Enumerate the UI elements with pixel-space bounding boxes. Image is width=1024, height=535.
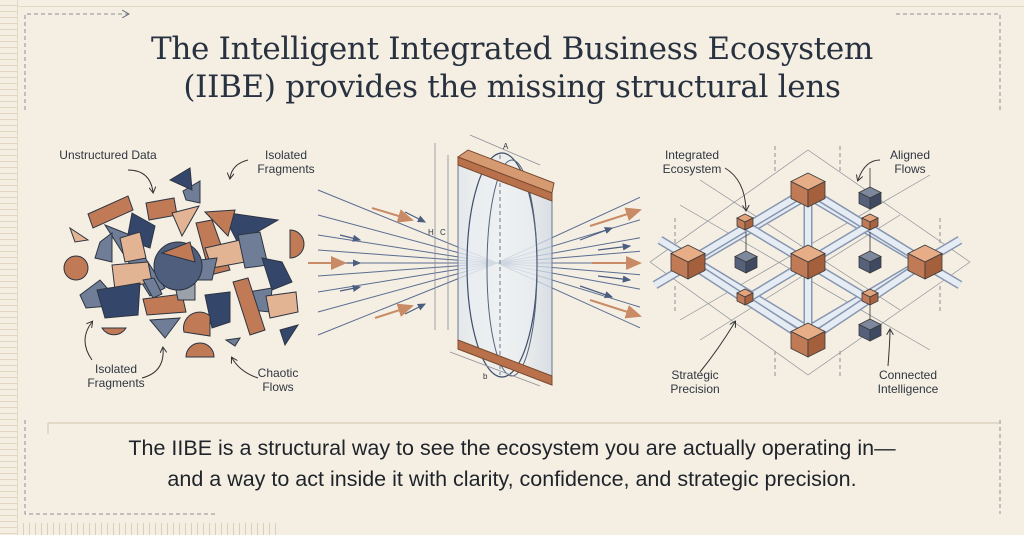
fragment-shape: [171, 205, 201, 238]
node-cube-right: [869, 255, 882, 274]
integrated-lattice: [649, 146, 971, 379]
hub-cube-right: [807, 180, 826, 208]
dimension-line: [449, 351, 541, 387]
callout-arrow: [84, 322, 92, 361]
dim-label-a: A: [503, 142, 509, 151]
ray-arrow: [404, 303, 427, 315]
ray-arrow: [597, 275, 632, 283]
ray-arrow: [339, 284, 362, 292]
bottom-ruler: [18, 523, 278, 535]
title-line-1: The Intelligent Integrated Business Ecos…: [151, 31, 873, 67]
fragment-shape: [261, 257, 293, 291]
junction-node-right: [869, 292, 879, 306]
dim-label-b: b: [483, 372, 488, 381]
fragment-semicircle: [185, 342, 215, 358]
label-unstructured-data: Unstructured Data: [59, 148, 157, 162]
guide-line: [649, 149, 809, 263]
summary-line-2: and a way to act inside it with clarity,…: [167, 467, 857, 491]
junction-node-right: [744, 292, 754, 306]
ray-arrow: [579, 285, 614, 299]
label-strategic-precision: Strategic Precision: [670, 368, 720, 396]
lens-frame: [434, 134, 555, 387]
summary-text: The IIBE is a structural way to see the …: [40, 433, 984, 495]
frame-bottom-bar: [457, 339, 553, 386]
fragment-shape: [69, 226, 90, 243]
fragment-shape: [87, 195, 134, 229]
fragment-shape: [96, 282, 141, 319]
fragment-shape: [224, 337, 241, 347]
ray-arrow: [597, 243, 632, 251]
callout-arrow: [724, 167, 746, 210]
dim-label-c: C: [440, 228, 446, 237]
label-chaotic-flows: Chaotic Flows: [257, 366, 299, 394]
fragment-shape: [119, 231, 147, 263]
hub-cube-right: [807, 330, 826, 358]
fragment-shape: [232, 277, 266, 336]
flow-arrow: [589, 207, 642, 227]
guide-line: [699, 214, 901, 341]
callout-arrow: [858, 159, 881, 180]
guide-line: [807, 149, 971, 263]
hub-cube-right: [924, 252, 943, 280]
label-integrated-ecosystem: Integrated Ecosystem: [662, 148, 722, 176]
flow-arrow: [371, 207, 414, 223]
title-line-2: (IIBE) provides the missing structural l…: [183, 69, 841, 105]
fragment-shape: [142, 293, 187, 316]
fragment-shape: [160, 241, 196, 263]
label-isolated-fragments-top: Isolated Fragments: [257, 148, 315, 176]
label-callouts: [84, 159, 890, 379]
fragment-shape: [145, 197, 178, 221]
fragment-shape: [203, 209, 236, 237]
guide-line: [807, 261, 971, 376]
fragment-semicircle: [183, 311, 211, 337]
label-isolated-fragments-bottom: Isolated Fragments: [87, 362, 145, 390]
callout-arrow: [699, 322, 735, 373]
ray-arrow: [339, 234, 362, 242]
ray-arrow: [404, 211, 427, 223]
chaotic-fragments: [63, 167, 305, 358]
hub-cube-right: [687, 252, 706, 280]
fragment-shape: [94, 232, 113, 263]
label-connected-intelligence: Connected Intelligence: [877, 368, 939, 396]
top-ruler: [18, 0, 1024, 7]
fragment-shape: [148, 317, 182, 339]
flow-arrow: [589, 299, 642, 319]
callout-arrow: [888, 330, 890, 367]
frame-corner-markers: [24, 14, 1001, 515]
junction-node-right: [744, 217, 754, 231]
junction-node-right: [869, 217, 879, 231]
dimension-line: [469, 134, 541, 166]
dim-label-h: H: [428, 228, 434, 237]
left-ruler: [0, 0, 18, 535]
label-aligned-flows: Aligned Flows: [889, 148, 931, 176]
flow-arrow: [374, 303, 414, 319]
page-title: The Intelligent Integrated Business Ecos…: [0, 30, 1024, 106]
guide-line: [649, 261, 809, 376]
fragment-circle: [63, 255, 89, 281]
lens-edge: [486, 159, 538, 377]
callout-arrow: [230, 159, 249, 178]
fragment-shape: [265, 291, 299, 319]
fragment-shape: [279, 324, 300, 347]
fragment-shape: [168, 167, 193, 191]
node-cube-right: [869, 323, 882, 342]
hub-cube-right: [807, 252, 826, 280]
summary-line-1: The IIBE is a structural way to see the …: [128, 436, 896, 460]
ray-arrow: [579, 227, 614, 241]
callout-arrow: [127, 169, 153, 192]
fragment-semicircle: [289, 229, 305, 259]
callout-arrow: [232, 358, 259, 379]
fragment-semicircle: [101, 327, 127, 336]
callout-arrow: [141, 348, 163, 379]
guide-line: [699, 179, 901, 311]
fragment-shape: [182, 180, 201, 204]
frame-top-face: [457, 156, 553, 202]
node-cube-right: [869, 191, 882, 210]
fragment-shape: [142, 277, 163, 299]
node-cube-right: [745, 255, 758, 274]
